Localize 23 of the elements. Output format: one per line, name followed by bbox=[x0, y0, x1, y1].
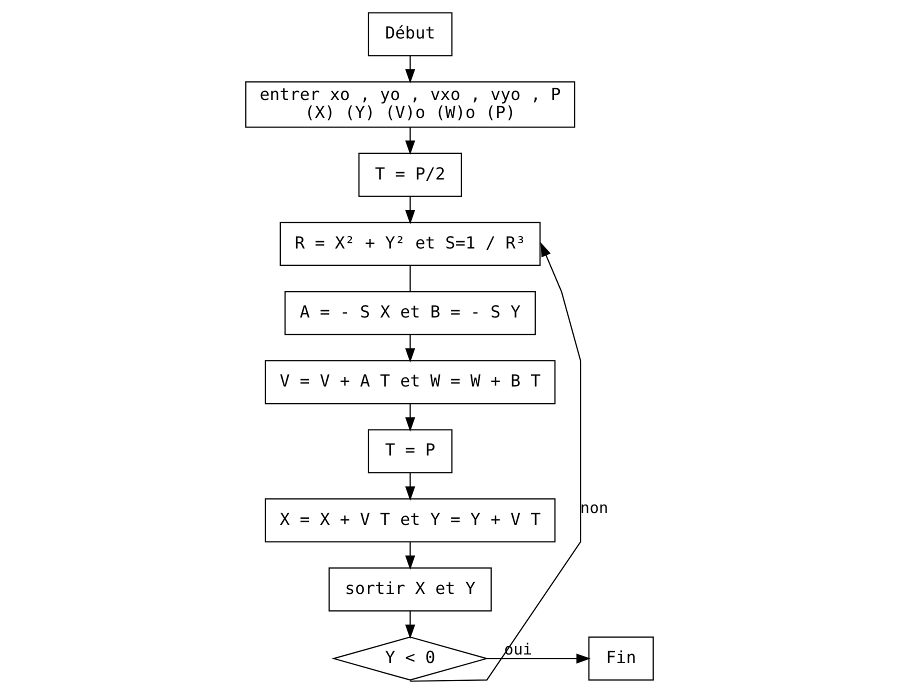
node-box: V = V + A T et W = W + B T bbox=[264, 360, 556, 404]
node-box: Fin bbox=[588, 636, 654, 681]
node-box: entrer xo , yo , vxo , vyo , P (X) (Y) (V)o (W)o (P) bbox=[245, 81, 576, 128]
arrow bbox=[405, 611, 416, 639]
node-box: A = - S X et B = - S Y bbox=[284, 291, 536, 336]
arrow bbox=[405, 56, 416, 84]
arrow bbox=[405, 127, 416, 155]
node-box: T = P bbox=[368, 429, 452, 474]
edge-label: non bbox=[580, 499, 608, 518]
node-diamond: Y < 0 bbox=[332, 636, 489, 681]
arrow bbox=[405, 404, 416, 432]
arrow bbox=[486, 654, 591, 664]
arrow bbox=[405, 196, 416, 224]
arrow bbox=[405, 472, 416, 501]
node-box: R = X² + Y² et S=1 / R³ bbox=[280, 222, 541, 266]
node-box: X = X + V T et Y = Y + V T bbox=[264, 498, 556, 542]
arrow bbox=[410, 242, 582, 682]
node-box: T = P/2 bbox=[358, 152, 462, 197]
connector bbox=[410, 266, 411, 292]
arrow bbox=[405, 334, 416, 362]
node-box: Début bbox=[368, 12, 452, 56]
arrow bbox=[405, 542, 416, 570]
node-box: sortir X et Y bbox=[328, 567, 492, 612]
